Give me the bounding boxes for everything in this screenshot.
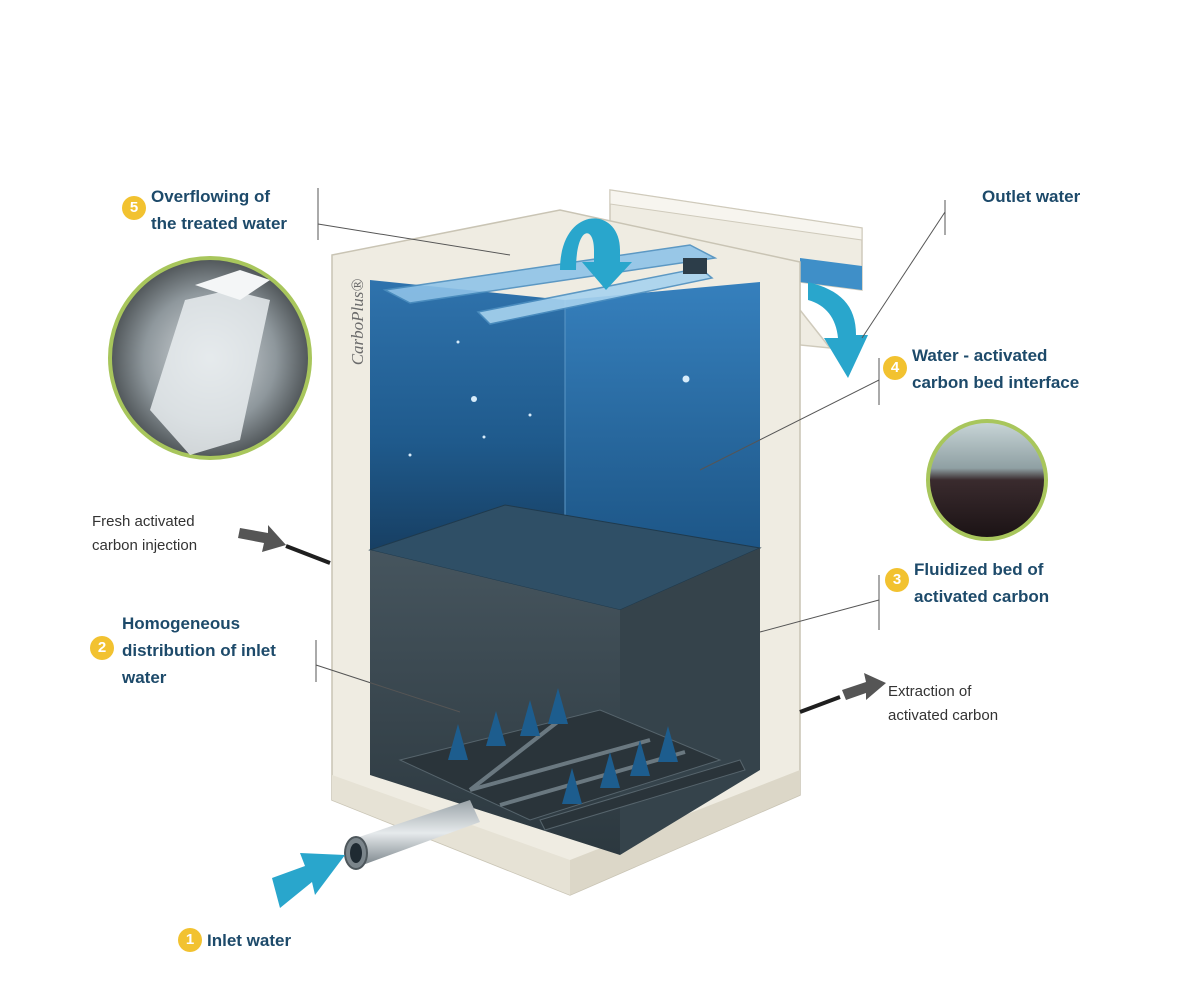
overflow-weir-photo	[108, 256, 312, 460]
extraction-label: Extraction of activated carbon	[888, 683, 999, 724]
leader-lines	[315, 188, 946, 713]
distribution-nozzles	[448, 688, 678, 804]
step-5-label: Overflowing of the treated water	[151, 187, 288, 233]
step-3-badge: 3	[885, 568, 909, 592]
step-2-label: Homogeneous distribution of inlet water	[122, 614, 276, 687]
step-4-badge: 4	[883, 356, 907, 380]
bubbles	[408, 340, 690, 457]
water-volume	[370, 280, 760, 550]
step-5-badge: 5	[122, 196, 146, 220]
extraction-arrow	[799, 673, 886, 714]
outlet-water-label: Outlet water	[982, 187, 1081, 206]
step-2-badge: 2	[90, 636, 114, 660]
fresh-carbon-arrow	[238, 525, 331, 565]
step-4-label: Water - activated carbon bed interface	[912, 346, 1080, 392]
step-1-badge: 1	[178, 928, 202, 952]
step-1-label: Inlet water	[207, 931, 292, 950]
inlet-arrow	[272, 853, 345, 908]
overflow-weirs	[382, 244, 718, 325]
carbon-bed-interface-photo	[926, 419, 1048, 541]
inlet-pipe	[344, 800, 480, 870]
overflow-arrow	[560, 218, 632, 290]
outlet-channel	[609, 189, 863, 349]
step-3-label: Fluidized bed of activated carbon	[914, 560, 1050, 606]
fresh-carbon-label: Fresh activated carbon injection	[92, 513, 198, 554]
outlet-arrow	[808, 282, 868, 378]
brand-label: CarboPlus®	[348, 278, 367, 366]
